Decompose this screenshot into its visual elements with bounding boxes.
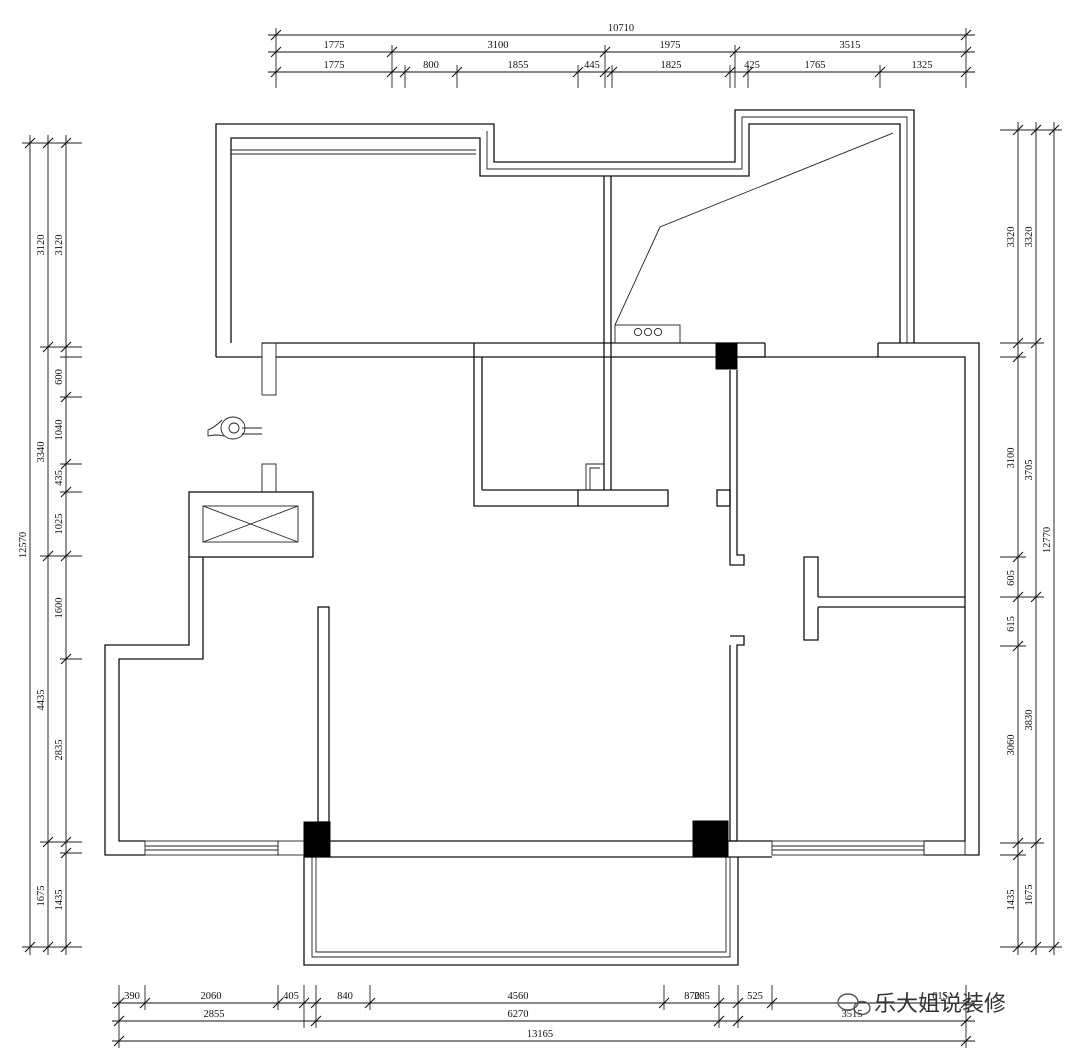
dim-right2-5: 3060 [1006, 735, 1017, 756]
dim-left2-7: 2835 [54, 740, 65, 761]
dim-top-3: 1975 [660, 40, 681, 51]
dim-right2-3: 605 [1006, 570, 1017, 586]
dim-top2-1: 1775 [324, 60, 345, 71]
dim-left-2: 3340 [36, 442, 47, 463]
chat-bubble-icon [837, 993, 871, 1016]
dim-top-total: 10710 [608, 23, 634, 34]
dim-bottom-8: 525 [747, 991, 763, 1002]
dim-top2-2: 800 [423, 60, 439, 71]
dim-top2-5: 1825 [661, 60, 682, 71]
dim-left2-8: 1435 [54, 890, 65, 911]
watermark-text: 乐大姐说装修 [874, 992, 1006, 1017]
columns [303, 342, 738, 858]
dim-right2-6: 1435 [1006, 890, 1017, 911]
dim-right2-2: 3100 [1006, 448, 1017, 469]
dim-bottom-9: 615 [932, 991, 948, 1002]
dim-bottom-1: 390 [124, 991, 140, 1002]
dim-top-1: 1775 [324, 40, 345, 51]
watermark: 乐大姐说装修 [837, 992, 1006, 1017]
dim-right-3: 3830 [1024, 710, 1035, 731]
dim-right2-1: 3320 [1006, 227, 1017, 248]
dim-left2-2: 600 [54, 369, 65, 385]
dim-bottom2-1: 2855 [204, 1009, 225, 1020]
top-dimensions: 10710 1775 3100 1975 3515 1775 800 1855 … [268, 23, 975, 88]
dim-bottom-4: 840 [337, 991, 353, 1002]
left-dimensions: 12570 3120 3340 4435 1675 3120 600 1040 … [18, 135, 82, 955]
dim-bottom-3: 405 [283, 991, 299, 1002]
door-person-icon [207, 416, 262, 440]
dim-top-4: 3515 [840, 40, 861, 51]
dim-left-4: 1675 [36, 886, 47, 907]
dim-left2-3: 1040 [54, 420, 65, 441]
dim-top-2: 3100 [488, 40, 509, 51]
dim-bottom-total: 13165 [527, 1029, 553, 1040]
dim-bottom2-2: 6270 [508, 1009, 529, 1020]
dim-left-3: 4435 [36, 690, 47, 711]
bottom-dimensions: 390 2060 405 840 4560 870 285 525 615 28… [112, 985, 975, 1048]
dim-top2-8: 1325 [912, 60, 933, 71]
dim-bottom-6: 870 [684, 991, 700, 1002]
dim-top2-6: 425 [744, 60, 760, 71]
dim-top2-3: 1855 [508, 60, 529, 71]
dim-bottom2-3: 3515 [842, 1009, 863, 1020]
dim-left2-5: 1025 [54, 514, 65, 535]
dim-right-1: 3320 [1024, 227, 1035, 248]
dim-left2-1: 3120 [54, 235, 65, 256]
dim-right-2: 3705 [1024, 460, 1035, 481]
dim-left2-6: 1600 [54, 598, 65, 619]
dim-top2-4: 445 [584, 60, 600, 71]
dim-right-total: 12770 [1042, 527, 1053, 553]
dim-bottom-7: 285 [694, 991, 710, 1002]
dim-bottom-2: 2060 [201, 991, 222, 1002]
dim-left-1: 3120 [36, 235, 47, 256]
dim-bottom-5: 4560 [508, 991, 529, 1002]
dim-right-4: 1675 [1024, 885, 1035, 906]
dim-left2-4: 435 [54, 470, 65, 486]
right-dimensions: 3320 3100 605 615 3060 1435 3320 3705 38… [1000, 122, 1062, 955]
dim-right2-4: 615 [1006, 616, 1017, 632]
walls [104, 109, 980, 966]
dim-left-total: 12570 [18, 532, 29, 558]
dim-top2-7: 1765 [805, 60, 826, 71]
